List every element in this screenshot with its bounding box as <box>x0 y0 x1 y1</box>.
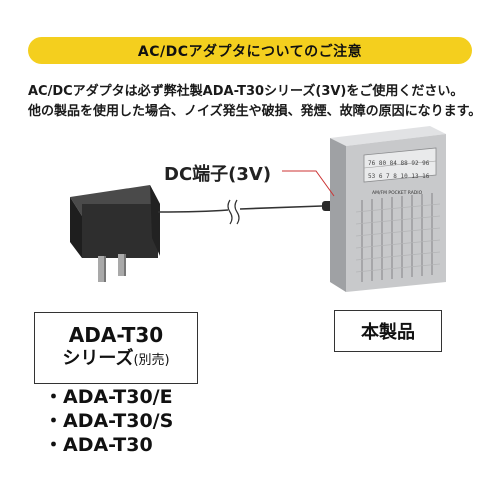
model-item: ・ADA-T30/E <box>44 386 173 408</box>
model-item: ・ADA-T30/S <box>44 410 174 432</box>
notice-line-2: 他の製品を使用した場合、ノイズ発生や破損、発煙、故障の原因になります。 <box>28 104 482 119</box>
dc-pointer-line <box>282 170 335 197</box>
radio-display-top: 76 80 84 88 92 96 <box>368 160 430 167</box>
notice-line-1: AC/DCアダプタは必ず弊社製ADA-T30シリーズ(3V)をご使用ください。 <box>28 84 464 99</box>
ac-dc-adapter-icon <box>70 185 160 282</box>
series-subtitle-text: シリーズ <box>62 348 134 369</box>
dc-jack-label: DC端子(3V) <box>164 164 272 185</box>
radio-icon: 76 80 84 88 92 96 53 6 7 8 10 13 16 AM/F… <box>330 126 446 292</box>
series-title: ADA-T30 <box>68 323 164 347</box>
adapter-cable <box>157 199 350 225</box>
series-note: (別売) <box>133 353 170 368</box>
model-item: ・ADA-T30 <box>44 434 153 456</box>
product-label: 本製品 <box>334 310 442 352</box>
series-subtitle: シリーズ(別売) <box>62 347 169 373</box>
notice-banner: AC/DCアダプタについてのご注意 <box>28 37 472 64</box>
radio-display-bottom: 53 6 7 8 10 13 16 <box>368 173 430 180</box>
radio-brand: AM/FM POCKET RADIO <box>372 190 423 196</box>
adapter-series-box: ADA-T30 シリーズ(別売) <box>34 312 198 384</box>
